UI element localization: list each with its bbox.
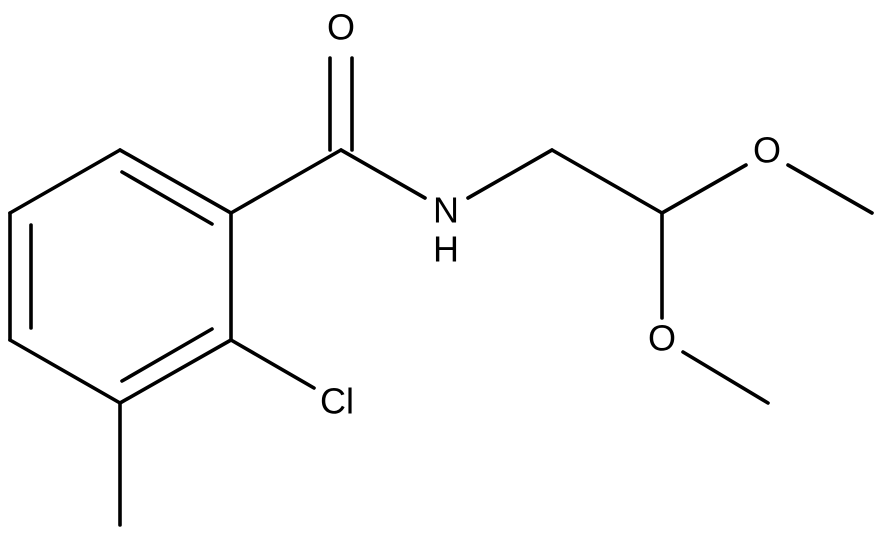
carbonyl-oxygen-label: O [327, 7, 355, 48]
chlorine-label: Cl [320, 381, 354, 422]
ring-bond-5 [118, 338, 233, 405]
ring-bond-4 [8, 338, 122, 405]
chlorine-bond [229, 338, 316, 390]
ch2-to-ch-bond [550, 148, 664, 215]
amide-nitrogen-label: N [433, 190, 459, 231]
ring-to-carbonyl-bond [229, 148, 343, 215]
ring-bond-1 [118, 148, 233, 215]
ring-bond-2 [8, 148, 122, 215]
top-ether-oxygen-label: O [753, 130, 781, 171]
bottom-oxygen-to-methyl-bond [681, 350, 770, 405]
benzene-ring [8, 148, 233, 405]
top-oxygen-to-methyl-bond [786, 163, 874, 215]
ch-to-top-oxygen-bond [660, 163, 748, 215]
amide-hydrogen-label: H [433, 229, 459, 270]
bottom-ether-oxygen-label: O [648, 318, 676, 359]
ring-bond-5-inner [120, 327, 214, 383]
ring-bond-1-inner [120, 170, 214, 226]
carbonyl-to-nitrogen-bond [339, 148, 427, 200]
nitrogen-to-ch2-bond [466, 148, 554, 200]
